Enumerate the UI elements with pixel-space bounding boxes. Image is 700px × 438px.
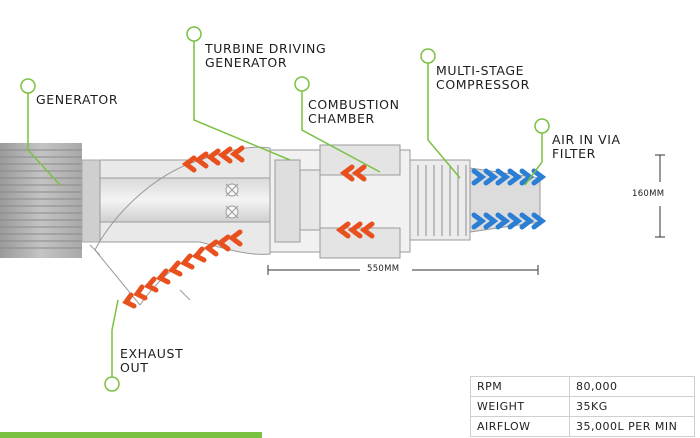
compressor-stages — [417, 165, 467, 236]
turbine-label-line2: GENERATOR — [205, 55, 288, 70]
length-dimension-line — [267, 265, 539, 275]
combustion-label: COMBUSTION CHAMBER — [308, 98, 400, 126]
air-in-label-line1: AIR IN VIA — [552, 132, 621, 147]
exhaust-label-line1: EXHAUST — [120, 346, 184, 361]
spec-label: AIRFLOW — [470, 416, 570, 437]
callout-exhaust — [104, 299, 120, 392]
spec-label: RPM — [470, 376, 570, 397]
callout-turbine — [186, 26, 291, 161]
diameter-dimension-label: 160MM — [632, 189, 665, 199]
spec-value: 35KG — [569, 396, 695, 417]
exhaust-label: EXHAUST OUT — [120, 347, 183, 375]
combustion-label-line1: COMBUSTION — [308, 97, 400, 112]
spec-value: 80,000 — [569, 376, 695, 397]
bottom-accent-bar — [0, 432, 262, 438]
exhaust-label-line2: OUT — [120, 360, 149, 375]
spec-label: WEIGHT — [470, 396, 570, 417]
combustion-label-line2: CHAMBER — [308, 111, 375, 126]
hot-gas-arrows — [122, 145, 375, 309]
spec-row-rpm: RPM 80,000 — [470, 376, 695, 397]
air-in-label-line2: FILTER — [552, 146, 596, 161]
spec-row-airflow: AIRFLOW 35,000L PER MIN — [470, 416, 695, 437]
callout-combustion — [294, 76, 381, 173]
generator-label: GENERATOR — [36, 92, 119, 107]
generator-body — [0, 143, 101, 258]
callout-compressor — [420, 48, 461, 179]
callout-generator — [20, 78, 61, 186]
length-dimension-label: 550MM — [367, 264, 400, 274]
turbine-label: TURBINE DRIVING GENERATOR — [205, 42, 326, 70]
diameter-dimension-line — [655, 154, 665, 238]
spec-row-weight: WEIGHT 35KG — [470, 396, 695, 417]
spec-table: RPM 80,000 WEIGHT 35KG AIRFLOW 35,000L P… — [470, 376, 695, 437]
turbine-label-line1: TURBINE DRIVING — [205, 41, 327, 56]
compressor-label-line1: MULTI-STAGE — [436, 63, 525, 78]
compressor-label-line2: COMPRESSOR — [436, 77, 530, 92]
compressor-label: MULTI-STAGE COMPRESSOR — [436, 64, 530, 92]
spec-value: 35,000L PER MIN — [569, 416, 695, 437]
air-in-label: AIR IN VIA FILTER — [552, 133, 621, 161]
engine-casing — [99, 144, 541, 259]
callout-air-in — [524, 118, 550, 186]
cold-air-arrows — [471, 168, 547, 230]
